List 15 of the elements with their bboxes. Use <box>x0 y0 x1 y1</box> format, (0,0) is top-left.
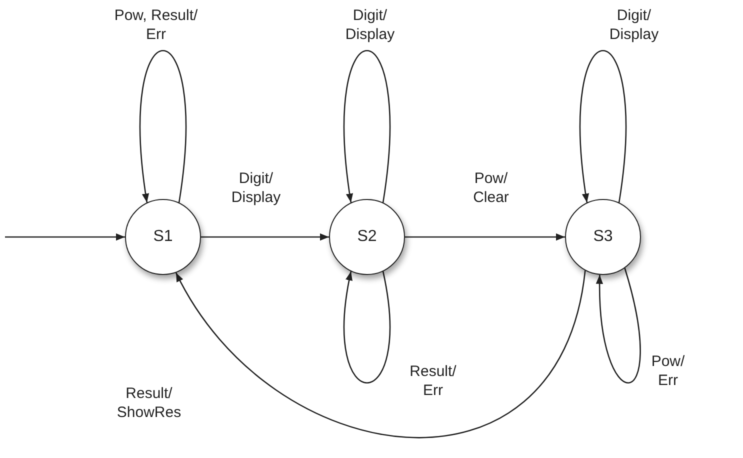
arrow <box>175 270 586 438</box>
state-name: S3 <box>593 228 613 246</box>
state-circle <box>125 199 201 275</box>
arrow <box>140 50 186 203</box>
state-circle <box>565 199 641 275</box>
arrow <box>5 233 125 241</box>
arrow <box>344 50 390 203</box>
arrow <box>344 271 390 384</box>
arrow <box>201 233 329 241</box>
state-name: S1 <box>153 228 173 246</box>
arrow <box>596 268 641 384</box>
state-circle <box>329 199 405 275</box>
state-name: S2 <box>357 228 377 246</box>
arrow <box>405 233 565 241</box>
arrow <box>580 50 626 203</box>
